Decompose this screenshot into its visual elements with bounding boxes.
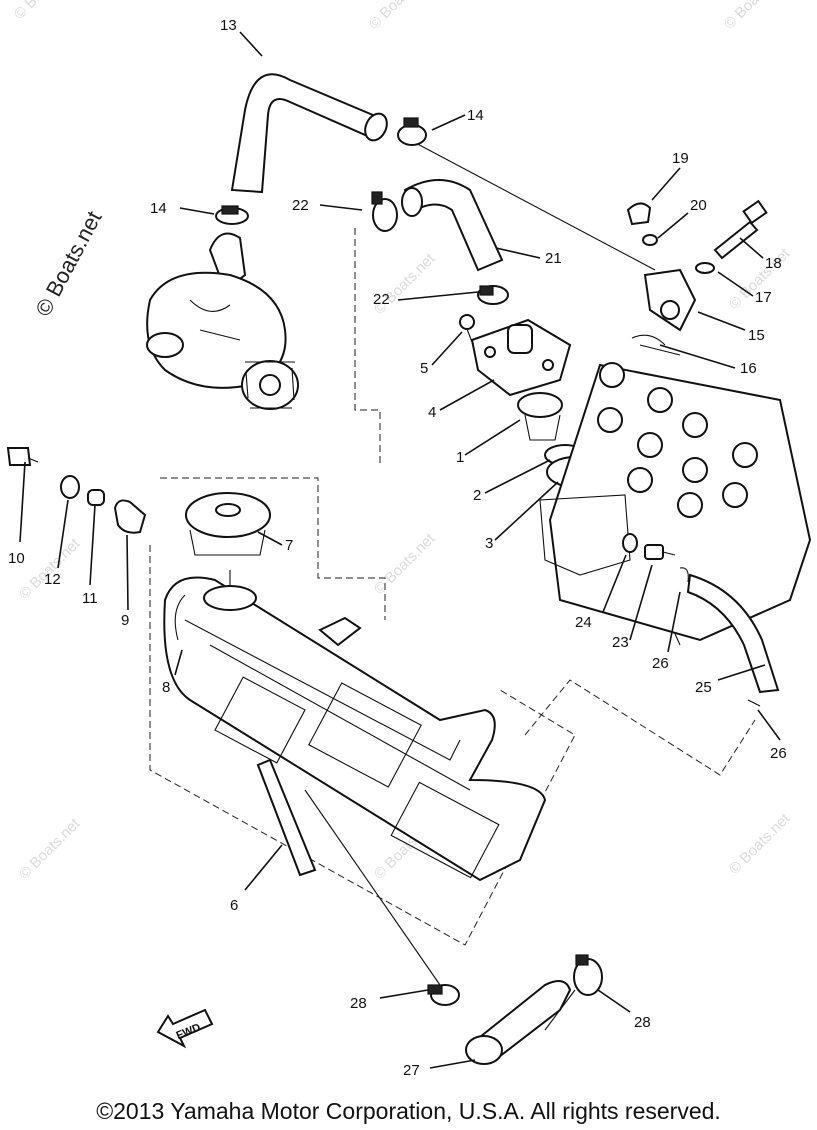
collar-11 — [87, 489, 105, 506]
callout-13: 13 — [220, 17, 237, 34]
callout-16: 16 — [740, 360, 757, 377]
temperature-sender-23 — [644, 544, 676, 560]
callout-22: 22 — [292, 197, 309, 214]
washer-17 — [695, 262, 715, 274]
callout-28: 28 — [634, 1014, 651, 1031]
lower-hose-27 — [465, 980, 572, 1065]
leader-lines — [19, 31, 781, 1069]
bolt-5 — [459, 314, 475, 343]
washer-24 — [622, 533, 638, 553]
hose-21 — [401, 179, 504, 272]
watermark-tile: © Boats.net — [366, 0, 434, 33]
watermark-tile: © Boats.net — [16, 535, 84, 603]
callout-18: 18 — [765, 255, 782, 272]
upper-hose-13 — [230, 73, 388, 194]
water-pump-assembly — [146, 232, 299, 410]
clip-16 — [631, 334, 666, 346]
watermark-tile: © Boats.net — [11, 0, 79, 23]
callout-8: 8 — [162, 679, 170, 696]
radiator-cap-7 — [185, 492, 271, 556]
callout-14: 14 — [150, 200, 167, 217]
watermark-tile: © Boats.net — [371, 530, 439, 598]
callout-labels: 13 14 14 22 22 21 19 20 18 17 15 16 5 4 … — [8, 17, 787, 1079]
callout-11: 11 — [82, 590, 98, 607]
cooling-system-parts-diagram: © Boats.net © Boats.net © Boats.net © Bo… — [6, 0, 812, 1079]
callout-4: 4 — [428, 404, 436, 421]
breather-hose-25 — [686, 573, 780, 694]
cylinder-head — [539, 362, 812, 642]
bolt-10 — [6, 447, 39, 466]
callout-21: 21 — [545, 250, 562, 267]
callout-10: 10 — [8, 550, 25, 567]
copyright-notice: ©2013 Yamaha Motor Corporation, U.S.A. A… — [96, 1098, 721, 1124]
forward-direction-arrow-icon: FWD — [156, 1008, 214, 1049]
watermark-tile: © Boats.net — [726, 810, 794, 878]
watermark-main: © Boats.net — [30, 207, 106, 321]
radiator-6 — [163, 576, 547, 882]
clip-26 — [679, 567, 761, 707]
callout-12: 12 — [44, 571, 61, 588]
callout-15: 15 — [748, 327, 765, 344]
callout-7: 7 — [285, 537, 293, 554]
callout-3: 3 — [485, 535, 493, 552]
callout-5: 5 — [420, 360, 428, 377]
grommet-9 — [113, 499, 147, 534]
washer-12 — [60, 475, 80, 499]
callout-6: 6 — [230, 897, 238, 914]
callout-2: 2 — [473, 487, 481, 504]
thermostat-cover-4 — [470, 318, 572, 397]
callout-22: 22 — [373, 291, 390, 308]
bolt-18 — [713, 199, 768, 260]
callout-27: 27 — [403, 1062, 420, 1079]
callout-26: 26 — [770, 745, 787, 762]
hose-clamp-28 — [427, 954, 603, 1006]
plug-19 — [626, 202, 652, 226]
callout-9: 9 — [121, 612, 129, 629]
callout-20: 20 — [690, 197, 707, 214]
watermark-tile: © Boats.net — [16, 815, 84, 883]
callout-19: 19 — [672, 150, 689, 167]
hose-clamp-22 — [371, 191, 509, 305]
callout-24: 24 — [575, 614, 592, 631]
hose-clamp-14 — [215, 117, 427, 225]
water-fitting-15 — [643, 268, 697, 332]
callout-17: 17 — [755, 289, 772, 306]
callout-23: 23 — [612, 634, 629, 651]
washer-20 — [642, 234, 658, 246]
callout-25: 25 — [695, 679, 712, 696]
callout-14: 14 — [467, 107, 484, 124]
watermark-tile: © Boats.net — [721, 0, 789, 33]
overflow-hose-8 — [174, 594, 317, 877]
callout-1: 1 — [456, 449, 464, 466]
callout-26: 26 — [652, 655, 669, 672]
thermostat-1 — [517, 392, 563, 441]
callout-28: 28 — [350, 995, 367, 1012]
